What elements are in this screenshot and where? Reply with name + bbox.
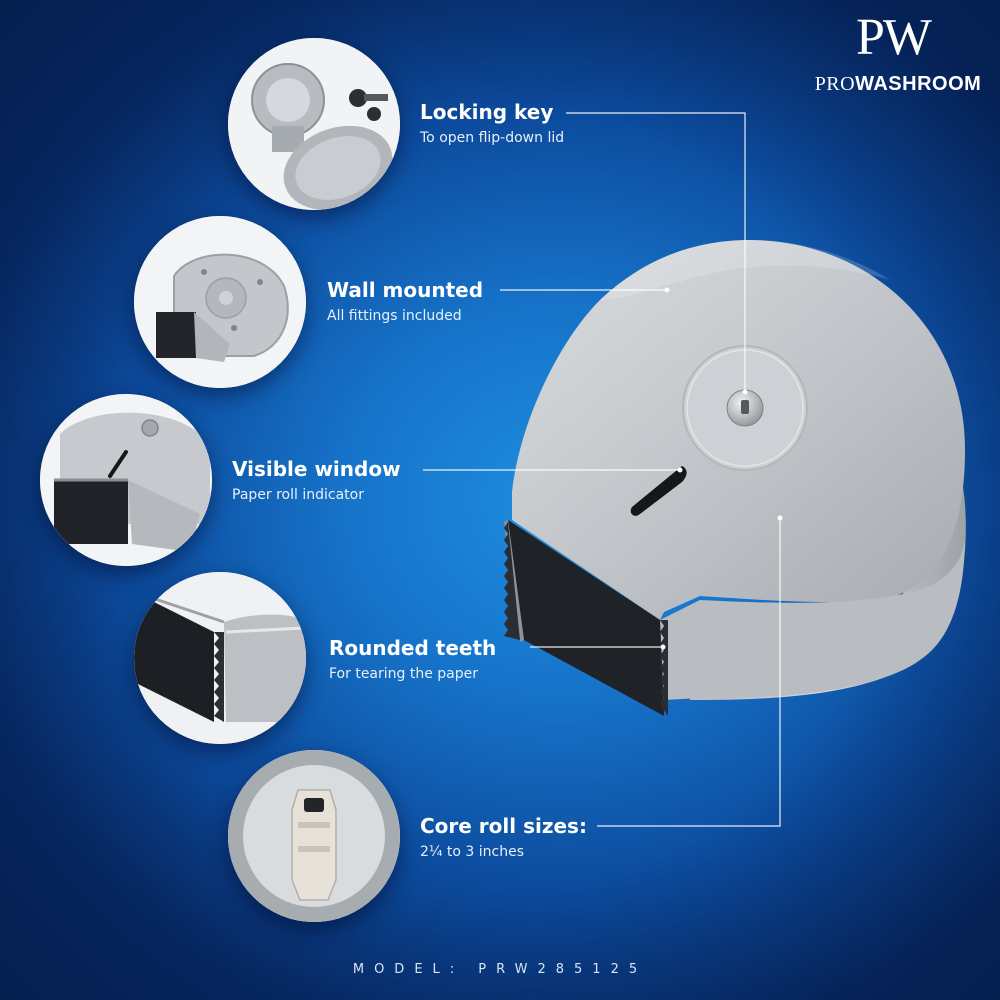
feature-subtitle: 2¼ to 3 inches	[420, 844, 525, 860]
feature-subtitle: For tearing the paper	[329, 666, 479, 682]
feature-title: Locking key	[420, 100, 554, 124]
wall-back-thumbnail	[134, 216, 306, 388]
feature-visible-window: Visible window Paper roll indicator	[232, 457, 401, 505]
feature-title: Visible window	[232, 457, 401, 481]
teeth-thumbnail	[134, 572, 306, 744]
feature-wall-mounted: Wall mounted All fittings included	[327, 278, 483, 326]
brand-name: PROWASHROOM	[808, 72, 988, 96]
window-slot-thumbnail	[40, 394, 212, 566]
brand-name-bold: WASHROOM	[855, 73, 982, 95]
key-lock-thumbnail	[228, 38, 400, 210]
brand-name-light: PRO	[814, 73, 856, 95]
model-number: MODEL: PRW285125	[352, 962, 648, 977]
spindle-thumbnail	[228, 750, 400, 922]
feature-locking-key: Locking key To open flip-down lid	[420, 100, 564, 148]
feature-subtitle: Paper roll indicator	[232, 487, 364, 503]
brand-logo: PW PROWASHROOM	[808, 10, 988, 96]
feature-rounded-teeth: Rounded teeth For tearing the paper	[329, 636, 496, 684]
feature-subtitle: To open flip-down lid	[420, 130, 565, 146]
feature-core-roll-sizes: Core roll sizes: 2¼ to 3 inches	[420, 814, 587, 862]
feature-title: Wall mounted	[327, 278, 484, 302]
brand-monogram: PW	[856, 9, 932, 66]
feature-subtitle: All fittings included	[327, 308, 462, 324]
feature-title: Core roll sizes:	[420, 814, 587, 838]
feature-title: Rounded teeth	[329, 636, 497, 660]
